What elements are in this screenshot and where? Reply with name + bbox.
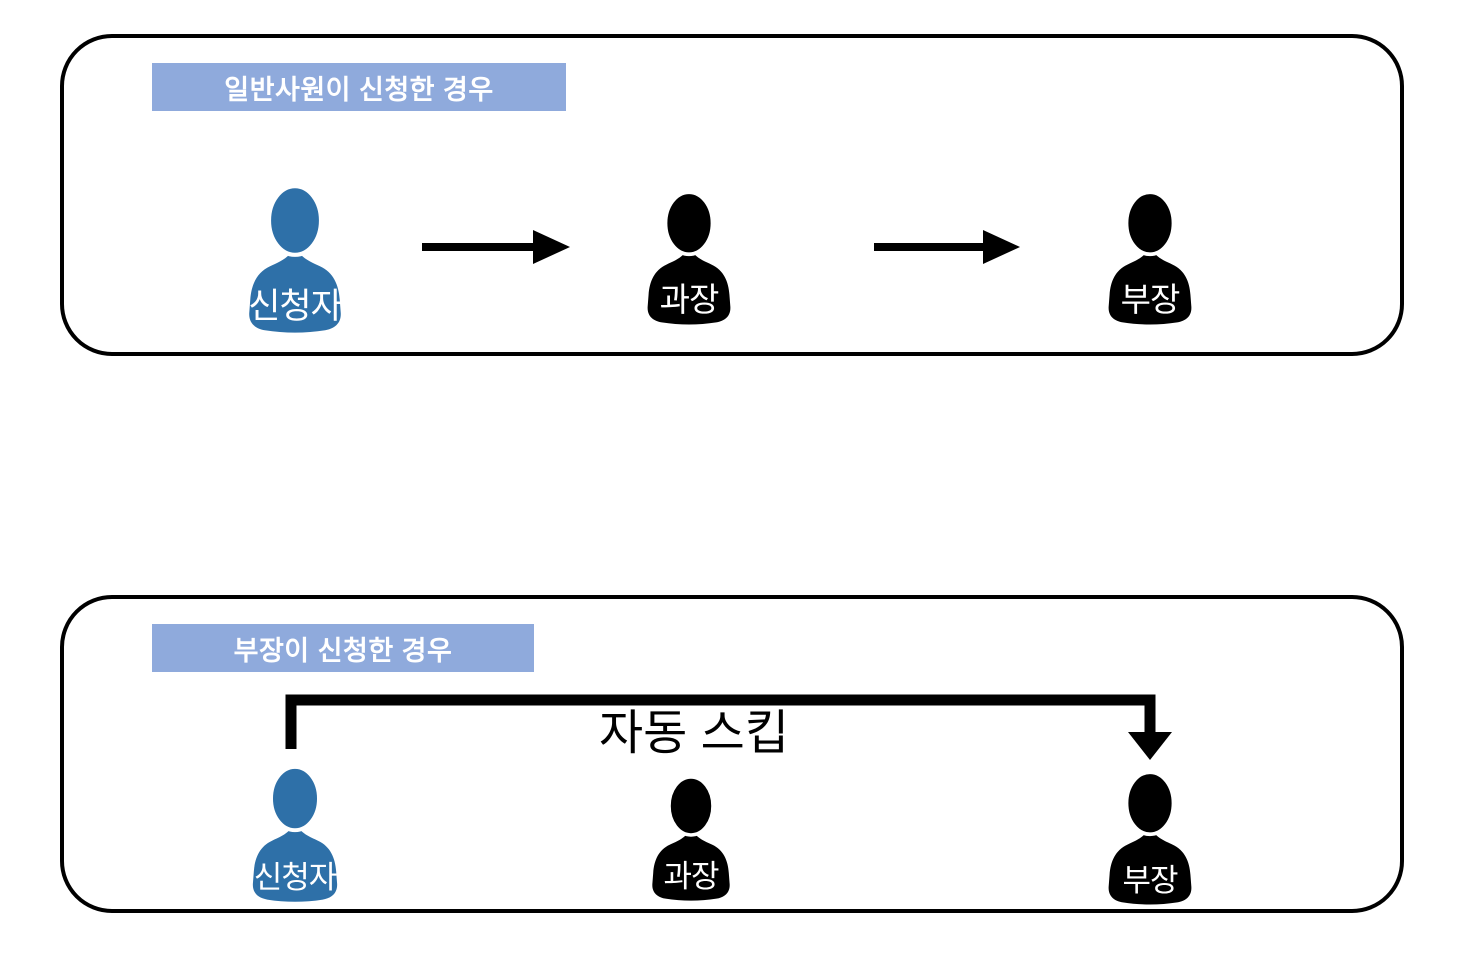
person-label: 부장 bbox=[1120, 281, 1181, 318]
flow-arrow-icon bbox=[874, 230, 1020, 264]
person-icon bbox=[1108, 770, 1192, 905]
panel-title-band: 부장이 신청한 경우 bbox=[152, 624, 534, 672]
person-label: 신청자 bbox=[248, 287, 343, 326]
person-icon bbox=[647, 190, 731, 325]
person-label: 과장 bbox=[659, 281, 720, 318]
person-applicant: 신청자 bbox=[243, 184, 347, 333]
person-icon bbox=[249, 184, 341, 333]
person-label: 과장 bbox=[663, 859, 719, 894]
panel-department-head-case: 부장이 신청한 경우 자동 스킵 신청자 과장 bbox=[60, 595, 1404, 913]
flow-arrow-icon bbox=[422, 230, 570, 264]
person-section-chief: 과장 bbox=[642, 190, 736, 325]
person-applicant: 신청자 bbox=[247, 765, 343, 902]
panel-title: 부장이 신청한 경우 bbox=[233, 635, 453, 666]
panel-regular-employee-case: 일반사원이 신청한 경우 신청자 과장 bbox=[60, 34, 1404, 356]
panel-title-band: 일반사원이 신청한 경우 bbox=[152, 63, 566, 111]
person-label: 부장 bbox=[1122, 863, 1178, 898]
panel-title: 일반사원이 신청한 경우 bbox=[224, 74, 494, 105]
person-icon bbox=[1108, 190, 1192, 325]
skip-elbow-arrow-icon bbox=[285, 694, 1172, 760]
person-icon bbox=[252, 765, 338, 902]
skip-label: 자동 스킵 bbox=[599, 707, 789, 760]
person-department-head: 부장 bbox=[1103, 770, 1197, 905]
person-department-head: 부장 bbox=[1103, 190, 1197, 325]
person-icon bbox=[652, 775, 730, 901]
person-label: 신청자 bbox=[253, 860, 338, 895]
person-section-chief: 과장 bbox=[647, 775, 735, 901]
